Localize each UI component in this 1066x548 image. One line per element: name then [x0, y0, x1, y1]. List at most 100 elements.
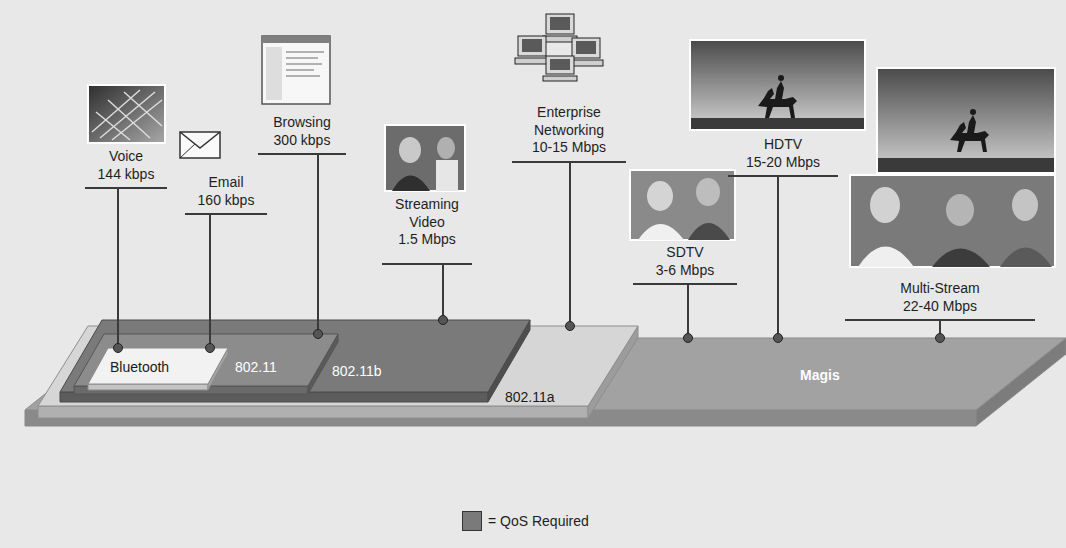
photo-figure [932, 249, 990, 268]
application-callout: Streaming Video1.5 Mbps [382, 196, 472, 265]
bandwidth-value: 15-20 Mbps [728, 154, 838, 172]
monitor [572, 38, 600, 58]
networked-computers-icon [515, 14, 603, 81]
leader-connector [687, 285, 689, 338]
legend-label: = QoS Required [488, 513, 589, 529]
application-name: Voice [85, 148, 167, 166]
leader-connector [317, 155, 319, 334]
connector-dot [936, 334, 945, 343]
computer-base [543, 76, 577, 81]
slab-top-face [38, 326, 638, 406]
monitor [546, 14, 574, 34]
application-callout: Email160 kbps [185, 174, 267, 215]
bandwidth-value: 3-6 Mbps [633, 262, 737, 280]
photo-figure [638, 224, 684, 240]
application-callout: Voice144 kbps [85, 148, 167, 189]
computer-icon [515, 36, 549, 64]
slab-top-face [60, 320, 530, 392]
bandwidth-value: 22-40 Mbps [845, 298, 1035, 316]
connector-dot [206, 344, 215, 353]
streaming-video-photo [385, 125, 465, 191]
connector-group [314, 155, 323, 339]
connector-dot [774, 334, 783, 343]
hdtv-photo [690, 40, 865, 130]
photo-frame [88, 85, 165, 143]
application-name: Multi-Stream [845, 280, 1035, 298]
photo-figure [399, 137, 421, 163]
browser-window-icon [262, 36, 330, 104]
photo-figure [688, 223, 730, 240]
application-callout: Enterprise Networking10-15 Mbps [512, 104, 626, 163]
bandwidth-value: 160 kbps [185, 192, 267, 210]
photo-frame [385, 125, 465, 191]
connector-dot [314, 330, 323, 339]
connector-dot [566, 322, 575, 331]
layer-label: 802.11a [505, 389, 555, 406]
connector-group [936, 321, 945, 343]
horse-rider-silhouette [950, 109, 989, 152]
leader-connector [117, 189, 119, 348]
screen [522, 39, 542, 52]
rider-shape [775, 81, 784, 99]
slab-top-face [88, 348, 228, 384]
application-name: Streaming Video [382, 196, 472, 231]
photo-figure [436, 160, 458, 191]
photo-frame [690, 40, 865, 130]
photo-figure [1012, 189, 1038, 221]
leader-connector [569, 163, 571, 327]
computer-icon [543, 56, 577, 81]
bandwidth-value: 10-15 Mbps [512, 139, 626, 157]
photo-figure [1000, 248, 1052, 268]
application-name: SDTV [633, 244, 737, 262]
layer-label: 802.11b [332, 363, 382, 380]
screen [576, 41, 596, 54]
connector-group [566, 163, 575, 331]
application-name: Browsing [258, 114, 346, 132]
application-callout: Multi-Stream22-40 Mbps [845, 280, 1035, 321]
screen [550, 17, 570, 30]
application-callout: Browsing300 kbps [258, 114, 346, 155]
monitor [518, 36, 546, 56]
photo-frame [630, 170, 735, 240]
bandwidth-value: 144 kbps [85, 166, 167, 184]
application-name: Email [185, 174, 267, 192]
screen [550, 59, 570, 70]
legend-entry: = QoS Required [462, 511, 589, 531]
window-title-bar [262, 36, 330, 43]
application-callout: SDTV3-6 Mbps [633, 244, 737, 285]
envelope-fold [180, 144, 195, 158]
photo-ground [878, 158, 1054, 172]
network-layer-slab: Bluetooth [88, 348, 228, 384]
application-name: Enterprise Networking [512, 104, 626, 139]
photo-figure [858, 247, 914, 268]
rider-shape [967, 115, 976, 133]
connector-dot [684, 334, 693, 343]
connector-dot [439, 316, 448, 325]
photo-frame [850, 175, 1055, 267]
monitor [546, 56, 574, 74]
application-name: HDTV [728, 136, 838, 154]
window-sidebar [266, 47, 282, 100]
slab-front-face [88, 384, 208, 390]
envelope-flap [180, 132, 220, 148]
bandwidth-value: 1.5 Mbps [382, 231, 472, 249]
slab-top-face [74, 334, 338, 386]
photo-figure [392, 176, 430, 192]
rider-head [778, 75, 784, 81]
horse-rider-silhouette [758, 75, 797, 118]
keyboard-keys [92, 90, 162, 140]
sdtv-photo [630, 170, 735, 240]
photo-frame [877, 68, 1055, 173]
photo-figure [870, 187, 900, 223]
layer-label: Magis [800, 367, 840, 384]
envelope-body [180, 132, 220, 158]
legend-swatch [462, 511, 482, 531]
bandwidth-value: 300 kbps [258, 132, 346, 150]
multi-stream-photos [850, 68, 1055, 267]
photo-figure [696, 178, 720, 206]
photo-figure [647, 181, 673, 211]
window-content-lines [286, 52, 324, 76]
connector-group [439, 265, 448, 325]
